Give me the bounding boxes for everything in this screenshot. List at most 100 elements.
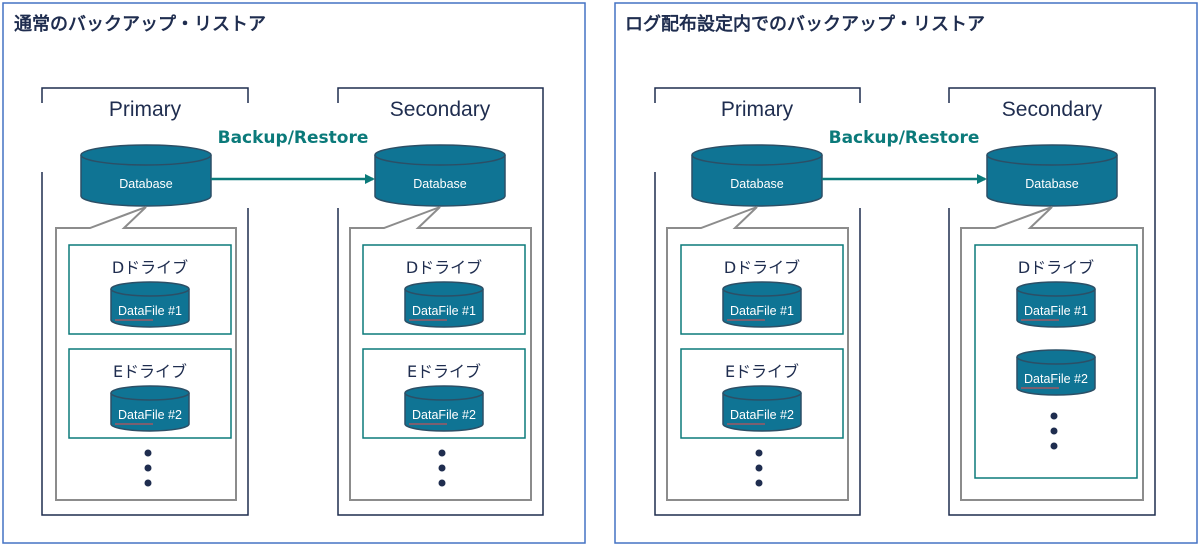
primary-server: Primary Database Dドライブ DataFile #1 — [654, 87, 861, 516]
ellipsis-dots — [144, 449, 152, 487]
cylinder-body — [722, 289, 802, 328]
backup-restore-arrow: Backup/Restore — [211, 128, 375, 184]
database-cylinder: Database — [374, 144, 506, 207]
database-label: Database — [119, 177, 173, 191]
datafile-cylinder: DataFile #1 — [404, 281, 484, 328]
datafile-cylinder: DataFile #2 — [404, 385, 484, 432]
drive-label: Dドライブ — [406, 258, 482, 277]
datafile-cylinder: DataFile #2 — [110, 385, 190, 432]
drive-d: Dドライブ DataFile #1 — [68, 244, 232, 335]
dot — [1050, 442, 1058, 450]
ellipsis-dots — [755, 449, 763, 487]
ellipsis-dots — [438, 449, 446, 487]
dot — [755, 464, 763, 472]
cylinder-body — [110, 289, 190, 328]
cylinder-top — [722, 281, 802, 297]
server-frame — [948, 87, 1156, 516]
cylinder-body — [691, 155, 823, 207]
server-frame — [41, 87, 249, 516]
datafile-cylinder: DataFile #1 — [722, 281, 802, 328]
datafile-cylinder: DataFile #2 — [722, 385, 802, 432]
datafile-label: DataFile #1 — [412, 304, 476, 318]
cylinder-top — [404, 385, 484, 401]
datafile-label: DataFile #2 — [412, 408, 476, 422]
panel-title: 通常のバックアップ・リストア — [14, 13, 266, 35]
datafile-cylinder: DataFile #1 — [1016, 281, 1096, 328]
cylinder-body — [1016, 289, 1096, 328]
dot — [755, 479, 763, 487]
cylinder-body — [80, 155, 212, 207]
datafile-label: DataFile #1 — [118, 304, 182, 318]
cylinder-body — [374, 155, 506, 207]
server-frame — [654, 87, 861, 516]
backup-restore-arrow: Backup/Restore — [822, 128, 987, 184]
panel-log-shipping-backup: ログ配布設定内でのバックアップ・リストア Primary Database Dド… — [614, 2, 1198, 544]
dot — [144, 479, 152, 487]
ellipsis-dots — [1050, 412, 1058, 450]
drive-e: Eドライブ DataFile #2 — [362, 348, 526, 439]
datafile-label: DataFile #1 — [730, 304, 794, 318]
cylinder-body — [722, 393, 802, 432]
drive-e: Eドライブ DataFile #2 — [680, 348, 844, 439]
database-label: Database — [413, 177, 467, 191]
primary-server: Primary Database Dドライブ DataFile #1 — [41, 87, 249, 516]
cylinder-body — [1016, 357, 1096, 396]
datafile-cylinder: DataFile #2 — [1016, 349, 1096, 396]
cylinder-top — [110, 281, 190, 297]
cylinder-top — [80, 144, 212, 166]
dot — [755, 449, 763, 457]
arrow-label: Backup/Restore — [829, 128, 980, 148]
server-label: Secondary — [1002, 98, 1103, 121]
panel-border — [614, 2, 1198, 544]
dot — [144, 449, 152, 457]
cylinder-top — [986, 144, 1118, 166]
dot — [438, 479, 446, 487]
drive-label: Eドライブ — [113, 362, 187, 381]
cylinder-top — [374, 144, 506, 166]
drive-d: Dドライブ DataFile #1 — [680, 244, 844, 335]
dot — [438, 464, 446, 472]
drive-e: Eドライブ DataFile #2 — [68, 348, 232, 439]
cylinder-body — [404, 289, 484, 328]
drive-d: Dドライブ DataFile #1 — [362, 244, 526, 335]
database-label: Database — [730, 177, 784, 191]
datafile-label: DataFile #2 — [1024, 372, 1088, 386]
datafile-cylinder: DataFile #1 — [110, 281, 190, 328]
database-cylinder: Database — [986, 144, 1118, 207]
drive-d: Dドライブ DataFile #1 DataFile #2 — [974, 244, 1138, 479]
drive-label: Dドライブ — [724, 258, 800, 277]
drive-label: Dドライブ — [1018, 258, 1094, 277]
cylinder-body — [404, 393, 484, 432]
drive-label: Dドライブ — [112, 258, 188, 277]
dot — [1050, 412, 1058, 420]
drive-label: Eドライブ — [407, 362, 481, 381]
arrow-label: Backup/Restore — [218, 128, 369, 148]
datafile-label: DataFile #2 — [118, 408, 182, 422]
dot — [1050, 427, 1058, 435]
panel-border — [2, 2, 586, 544]
datafile-label: DataFile #2 — [730, 408, 794, 422]
dot — [438, 449, 446, 457]
cylinder-top — [404, 281, 484, 297]
dot — [144, 464, 152, 472]
datafile-label: DataFile #1 — [1024, 304, 1088, 318]
cylinder-top — [1016, 281, 1096, 297]
panel-title: ログ配布設定内でのバックアップ・リストア — [625, 13, 985, 35]
cylinder-top — [1016, 349, 1096, 365]
cylinder-body — [986, 155, 1118, 207]
cylinder-top — [110, 385, 190, 401]
secondary-server: Secondary Database Dドライブ DataFile #1 — [337, 87, 544, 516]
panel-standard-backup: 通常のバックアップ・リストア Primary Database Dドライブ Da… — [2, 2, 586, 544]
server-label: Primary — [721, 98, 794, 121]
secondary-server: Secondary Database Dドライブ DataFile #1 — [948, 87, 1156, 516]
cylinder-top — [691, 144, 823, 166]
database-cylinder: Database — [80, 144, 212, 207]
database-label: Database — [1025, 177, 1079, 191]
database-cylinder: Database — [691, 144, 823, 207]
server-label: Primary — [109, 98, 182, 121]
server-label: Secondary — [390, 98, 491, 121]
cylinder-body — [110, 393, 190, 432]
cylinder-top — [722, 385, 802, 401]
drive-label: Eドライブ — [725, 362, 799, 381]
